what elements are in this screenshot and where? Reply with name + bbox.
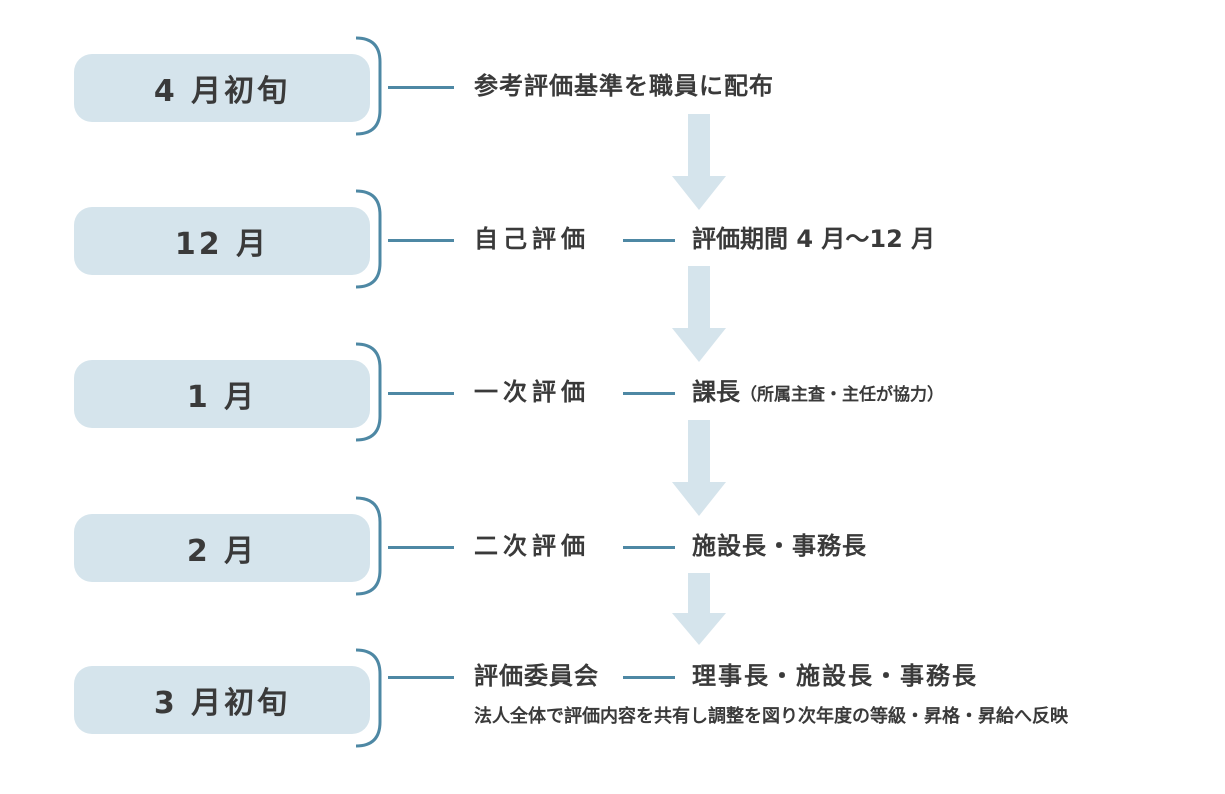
step-detail: 理事長・施設長・事務長: [692, 662, 978, 690]
flow-step-3: 1 月 一次評価 課長（所属主査・主任が協力）: [0, 340, 1225, 450]
period-pill: 1 月: [74, 360, 370, 428]
period-pill: 3 月初旬: [74, 666, 370, 734]
bracket-icon: [355, 342, 382, 442]
arrow-down-icon: [672, 420, 726, 516]
step-label: 一次評価: [474, 378, 590, 406]
flow-step-1: 4 月初旬 参考評価基準を職員に配布: [0, 34, 1225, 144]
connector-line: [623, 546, 675, 549]
period-pill: 12 月: [74, 207, 370, 275]
step-detail: 評価期間 4 月〜12 月: [692, 225, 936, 253]
flow-step-4: 2 月 二次評価 施設長・事務長: [0, 494, 1225, 604]
arrow-down-icon: [672, 266, 726, 362]
step-detail-sub: （所属主査・主任が協力）: [740, 385, 944, 405]
connector-line: [623, 676, 675, 679]
step-label: 参考評価基準を職員に配布: [474, 72, 774, 100]
connector-line: [623, 239, 675, 242]
flow-step-5: 3 月初旬 評価委員会 理事長・施設長・事務長 法人全体で評価内容を共有し調整を…: [0, 646, 1225, 756]
bracket-icon: [355, 189, 382, 289]
period-pill: 2 月: [74, 514, 370, 582]
step-detail-group: 課長（所属主査・主任が協力）: [692, 374, 944, 413]
connector-line: [623, 392, 675, 395]
period-pill: 4 月初旬: [74, 54, 370, 122]
bracket-icon: [355, 648, 382, 748]
step-label: 二次評価: [474, 532, 590, 560]
step-detail: 施設長・事務長: [692, 532, 867, 560]
connector-line: [388, 239, 454, 242]
bracket-icon: [355, 36, 382, 136]
step-note: 法人全体で評価内容を共有し調整を図り次年度の等級・昇格・昇給へ反映: [474, 706, 1068, 727]
connector-line: [388, 86, 454, 89]
connector-line: [388, 546, 454, 549]
arrow-down-icon: [672, 573, 726, 645]
step-label: 評価委員会: [474, 662, 599, 690]
step-label: 自己評価: [474, 225, 590, 253]
step-detail: 課長: [692, 378, 740, 406]
connector-line: [388, 392, 454, 395]
arrow-down-icon: [672, 114, 726, 210]
connector-line: [388, 676, 454, 679]
bracket-icon: [355, 496, 382, 596]
flow-step-2: 12 月 自己評価 評価期間 4 月〜12 月: [0, 187, 1225, 297]
